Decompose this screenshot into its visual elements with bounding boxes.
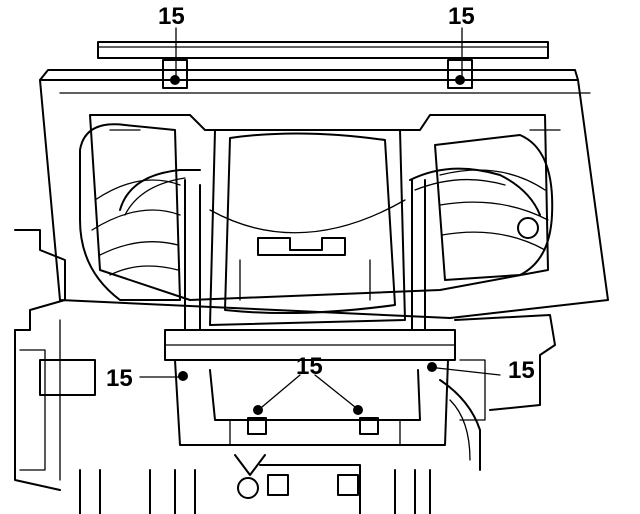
clip-bottom-right [359, 417, 379, 435]
bolt-top-right [455, 75, 465, 85]
bolt-top-left [170, 75, 180, 85]
callout-label: 15 [508, 357, 535, 384]
bolts [170, 75, 465, 435]
callout-label: 15 [296, 353, 323, 380]
bolt-bottom-right [353, 405, 363, 415]
filter-box [209, 129, 406, 326]
clip-bottom-left [247, 417, 267, 435]
right-blower-drum [434, 134, 554, 281]
blower-housing [89, 114, 561, 301]
top-panel [39, 41, 609, 319]
bolt-right [427, 362, 437, 372]
left-side-structure [14, 229, 96, 491]
bolt-left [178, 371, 188, 381]
leader-lines [139, 27, 501, 408]
left-blower-drum [79, 123, 181, 301]
callout-label: 15 [106, 365, 133, 392]
top-mount-tabs [162, 59, 473, 89]
bottom-structure [79, 454, 431, 514]
callouts: 15 15 15 15 15 [106, 3, 535, 392]
right-side-structure [439, 314, 556, 471]
callout-label: 15 [158, 3, 185, 30]
wiring-harness [119, 167, 541, 331]
callout-label: 15 [448, 3, 475, 30]
lower-housing [164, 329, 456, 446]
bolt-bottom-left [253, 405, 263, 415]
